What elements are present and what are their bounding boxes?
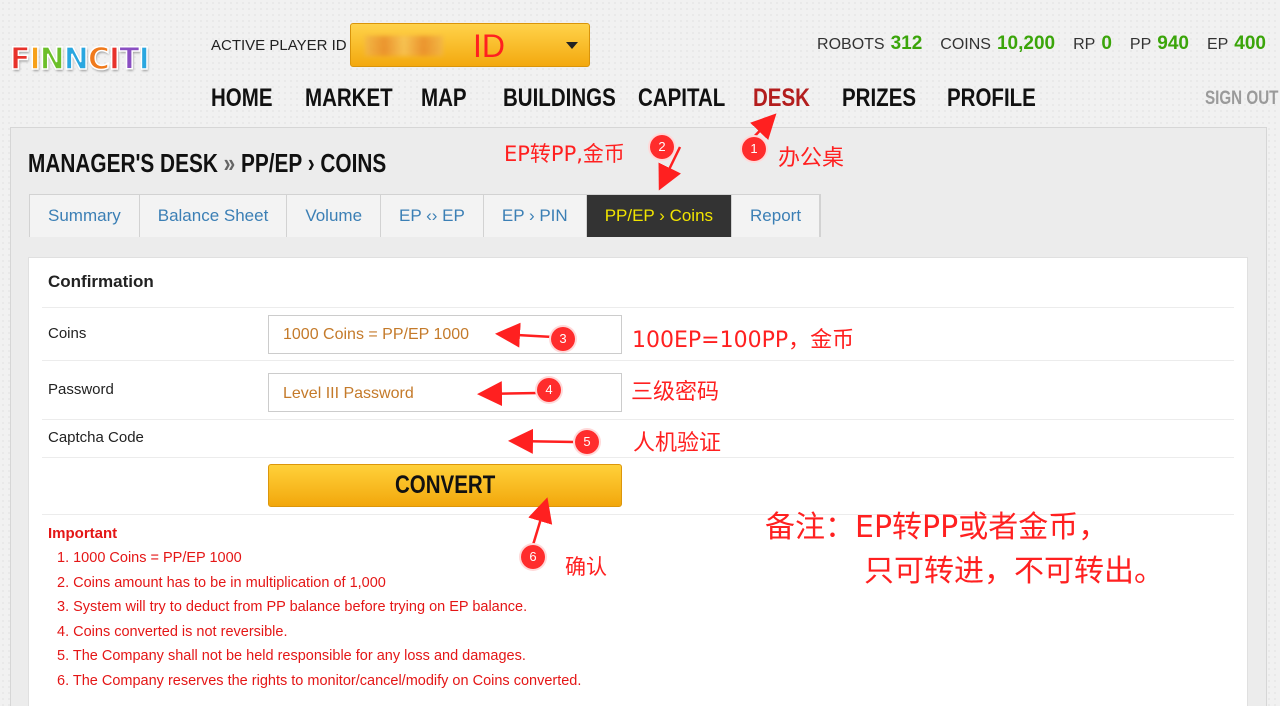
nav-market[interactable]: MARKET [305,84,393,112]
stat-ep: EP 400 [1207,33,1266,55]
divider [42,307,1234,308]
logo-letter: F [9,41,31,78]
logo-letter: N [39,41,66,78]
logo-letter: I [138,41,151,78]
stat-label: ROBOTS [817,36,885,53]
note-item: 1. 1000 Coins = PP/EP 1000 [57,550,242,566]
annotation-coins: 100EP=100PP，金币 [632,328,855,353]
divider [42,457,1234,458]
stat-label: PP [1129,36,1152,53]
chevron-down-icon [566,42,578,49]
stat-label: EP [1206,36,1229,53]
coins-label: Coins [48,325,87,342]
note-item: 5. The Company shall not be held respons… [57,648,526,664]
desk-tabs: Summary Balance Sheet Volume EP ‹› EP EP… [29,194,822,237]
divider [42,360,1234,361]
arrow-3 [495,322,554,348]
stat-coins: COINS 10,200 [940,33,1055,55]
stat-robots: ROBOTS 312 [817,33,922,55]
tab-ep-ep[interactable]: EP ‹› EP [381,195,484,237]
nav-buildings[interactable]: BUILDINGS [503,84,616,112]
annotation-badge: 5 [575,430,599,454]
arrow-6 [528,497,553,546]
breadcrumb-separator: » [223,148,236,178]
tab-ep-pin[interactable]: EP › PIN [484,195,587,237]
annotation-remark-2: 只可转进，不可转出。 [864,554,1164,589]
convert-label: CONVERT [394,471,496,499]
annotation-badge: 2 [650,135,674,159]
redacted-player-name [365,36,443,56]
nav-desk[interactable]: DESK [753,84,810,112]
arrow-5 [508,428,576,454]
note-item: 2. Coins amount has to be in multiplicat… [57,574,386,591]
tab-volume[interactable]: Volume [287,195,382,237]
divider [42,419,1234,420]
stat-value: 400 [1234,33,1266,54]
tab-summary[interactable]: Summary [30,195,140,237]
stat-value: 940 [1157,33,1189,54]
annotation-remark-1: 备注：EP转PP或者金币， [765,510,1109,545]
logo-letter: C [87,41,111,78]
password-label: Password [48,381,114,398]
page-title: MANAGER'S DESK » PP/EP › COINS [28,148,386,179]
annotation-password: 三级密码 [631,380,720,405]
arrow-4 [477,381,539,407]
logo-letter: T [118,41,140,78]
nav-prizes[interactable]: PRIZES [842,84,917,112]
tab-balance-sheet[interactable]: Balance Sheet [140,195,288,237]
breadcrumb-main: MANAGER'S DESK [28,148,218,178]
nav-map[interactable]: MAP [421,84,467,112]
stat-label: COINS [940,36,991,53]
confirmation-heading: Confirmation [48,272,154,291]
stat-rp: RP 0 [1073,33,1112,55]
stat-value: 10,200 [996,33,1056,54]
annotation-badge: 6 [521,545,545,569]
stat-label: RP [1073,36,1096,53]
tab-pp-ep-coins[interactable]: PP/EP › Coins [586,195,733,237]
stat-pp: PP 940 [1130,33,1189,55]
annotation-desk: 办公桌 [778,146,845,171]
player-id-value: ID [473,28,505,64]
annotation-confirm: 确认 [565,555,607,579]
annotation-badge: 1 [742,137,766,161]
active-player-select[interactable]: ID [350,23,590,67]
stat-value: 312 [890,33,923,54]
nav-capital[interactable]: CAPITAL [638,84,726,112]
password-field[interactable]: Level III Password [268,373,622,412]
nav-home[interactable]: HOME [211,84,273,112]
important-notes: 1. 1000 Coins = PP/EP 1000 2. Coins amou… [57,549,581,696]
nav-profile[interactable]: PROFILE [947,84,1036,112]
logo-letter: I [108,41,121,78]
note-item: 3. System will try to deduct from PP bal… [57,599,528,615]
breadcrumb-current: PP/EP › COINS [241,148,387,178]
balance-stats: ROBOTS 312 COINS 10,200 RP 0 PP 940 EP 4… [817,33,1266,55]
annotation-tab: EP转PP,金币 [504,142,625,166]
confirmation-card [28,257,1248,706]
logo-letter: I [29,41,42,78]
important-heading: Important [48,525,118,542]
annotation-badge: 3 [551,327,575,351]
sign-out-link[interactable]: SIGN OUT [1205,88,1279,109]
tab-report[interactable]: Report [732,195,821,237]
stat-value: 0 [1101,33,1112,54]
annotation-captcha: 人机验证 [633,431,722,456]
divider [42,514,1234,515]
captcha-label: Captcha Code [48,429,144,446]
note-item: 4. Coins converted is not reversible. [57,623,288,640]
finnciti-logo[interactable]: FINNCITI [9,41,168,86]
logo-letter: N [63,41,90,78]
active-player-label: ACTIVE PLAYER ID [211,37,347,54]
convert-button[interactable]: CONVERT [268,464,622,507]
annotation-badge: 4 [537,378,561,402]
note-item: 6. The Company reserves the rights to mo… [57,672,582,689]
arrow-2 [658,146,682,191]
